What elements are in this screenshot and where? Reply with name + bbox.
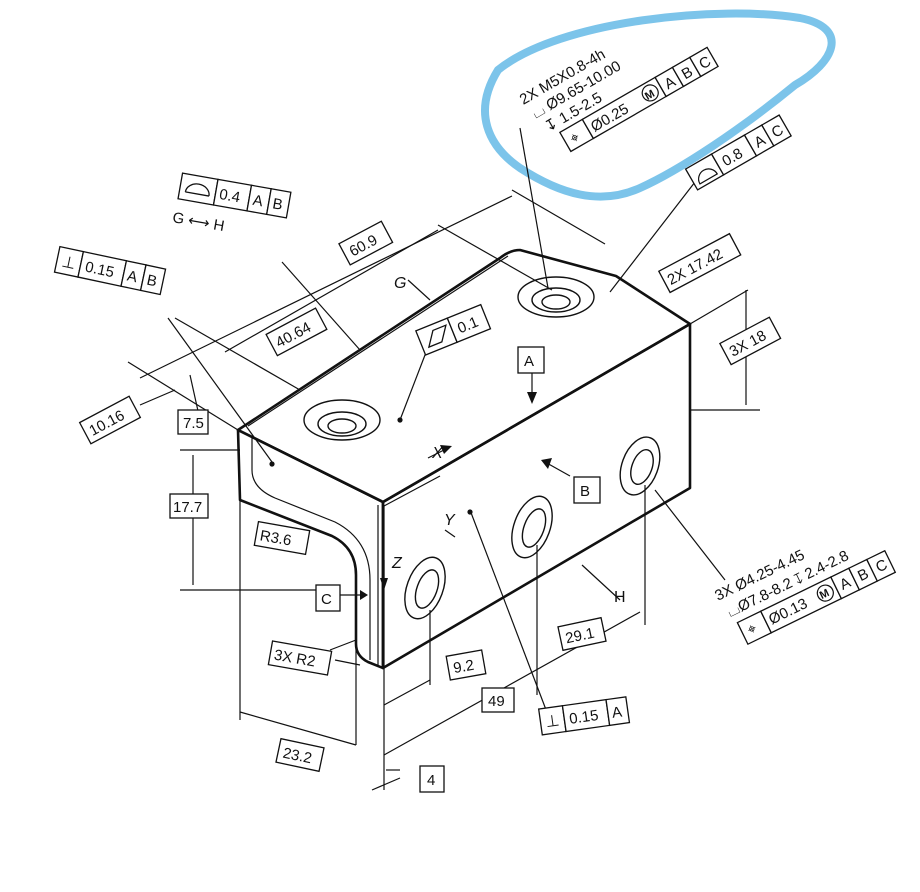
dim-9-2: 9.2 (445, 649, 487, 681)
datum-a-label: A (524, 353, 534, 370)
leader-lines (167, 127, 726, 716)
top-hole-left (303, 399, 381, 441)
dim-29-1-text: 29.1 (564, 625, 596, 648)
perp-left-tol: 0.15 (84, 259, 116, 282)
front-hole-1 (404, 556, 446, 620)
perp-leader-dot (269, 461, 275, 467)
top-edge-line (247, 255, 509, 427)
front-hole-3 (619, 436, 661, 496)
flatness-tol: 0.1 (455, 314, 481, 338)
dim-40-64: 40.64 (265, 307, 328, 357)
datum-a-box: A (517, 346, 545, 374)
perp-left-datum-b: B (145, 272, 158, 291)
line-profile-datum-a: A (251, 192, 264, 210)
perp-left-datum-a: A (126, 267, 139, 286)
dim-2x-17-42: 2X 17.42 (657, 232, 742, 294)
block-body (236, 248, 692, 670)
side-hole-callout: 3X Ø4.25-4.45 ⌴Ø7.8-8.2 ↧ 2.4-2.8 ⌖ Ø0.1… (712, 546, 897, 646)
line-profile-icon (184, 183, 210, 197)
flatness-icon (427, 324, 447, 349)
axis-x-label: X (431, 445, 444, 462)
datum-b-box: B (573, 476, 601, 504)
dim-17-7: 17.7 (169, 493, 209, 519)
perp-bottom-icon: ⊥ (544, 712, 560, 731)
dim-4-text: 4 (427, 772, 435, 789)
axis-y-label: Y (444, 512, 456, 529)
perpendicularity-left-fcf: ⊥ 0.15 A B (53, 245, 167, 296)
top-hole-right (517, 276, 595, 318)
dim-49-text: 49 (488, 693, 505, 710)
line-profile-tol: 0.4 (218, 186, 241, 206)
perp-bottom-tol: 0.15 (568, 707, 599, 728)
surface-label-h: H (614, 589, 626, 606)
left-fillet-line (251, 438, 371, 660)
axis-lines (380, 445, 456, 790)
axis-z-label: Z (391, 555, 403, 572)
line-profile-datum-b: B (271, 195, 284, 213)
surface-profile-icon (698, 168, 719, 185)
dim-3x-r2: 3X R2 (267, 640, 333, 676)
dim-r3-6: R3.6 (253, 520, 311, 556)
left-face (236, 428, 385, 670)
front-hole-2 (511, 495, 553, 559)
highlight-ellipse (481, 9, 836, 201)
dim-4: 4 (419, 765, 445, 793)
datum-c-box: C (315, 584, 341, 612)
perpendicularity-bottom-fcf: ⊥ 0.15 A (537, 696, 631, 736)
datum-c-label: C (321, 591, 332, 608)
dimension-lines (127, 189, 760, 791)
flatness-leader-dot (397, 417, 403, 423)
dim-9-2-text: 9.2 (452, 657, 475, 677)
dim-10-16: 10.16 (78, 395, 142, 445)
perp-bottom-datum-a: A (611, 704, 623, 722)
dim-3x-18: 3X 18 (718, 316, 782, 366)
flatness-fcf: 0.1 (414, 303, 492, 356)
top-face (236, 248, 692, 504)
dim-23-2: 23.2 (275, 737, 325, 773)
dim-23-2-text: 23.2 (281, 745, 313, 768)
dim-7-5: 7.5 (177, 409, 209, 435)
dim-49: 49 (481, 687, 515, 713)
surface-label-g: G (394, 275, 406, 292)
dim-60-9: 60.9 (338, 220, 394, 266)
line-profile-fcf: 0.4 A B G ⟷ H (171, 172, 292, 235)
dim-7-5-text: 7.5 (183, 415, 204, 432)
dim-3x-r2-text: 3X R2 (273, 647, 317, 671)
datum-b-label: B (580, 483, 590, 500)
dim-17-7-text: 17.7 (173, 499, 202, 516)
perpendicularity-icon: ⊥ (60, 254, 77, 274)
perp-bottom-leader-dot (467, 509, 473, 515)
dim-r3-6-text: R3.6 (259, 527, 293, 549)
dim-29-1: 29.1 (557, 616, 607, 652)
line-profile-between: G ⟷ H (171, 209, 226, 235)
